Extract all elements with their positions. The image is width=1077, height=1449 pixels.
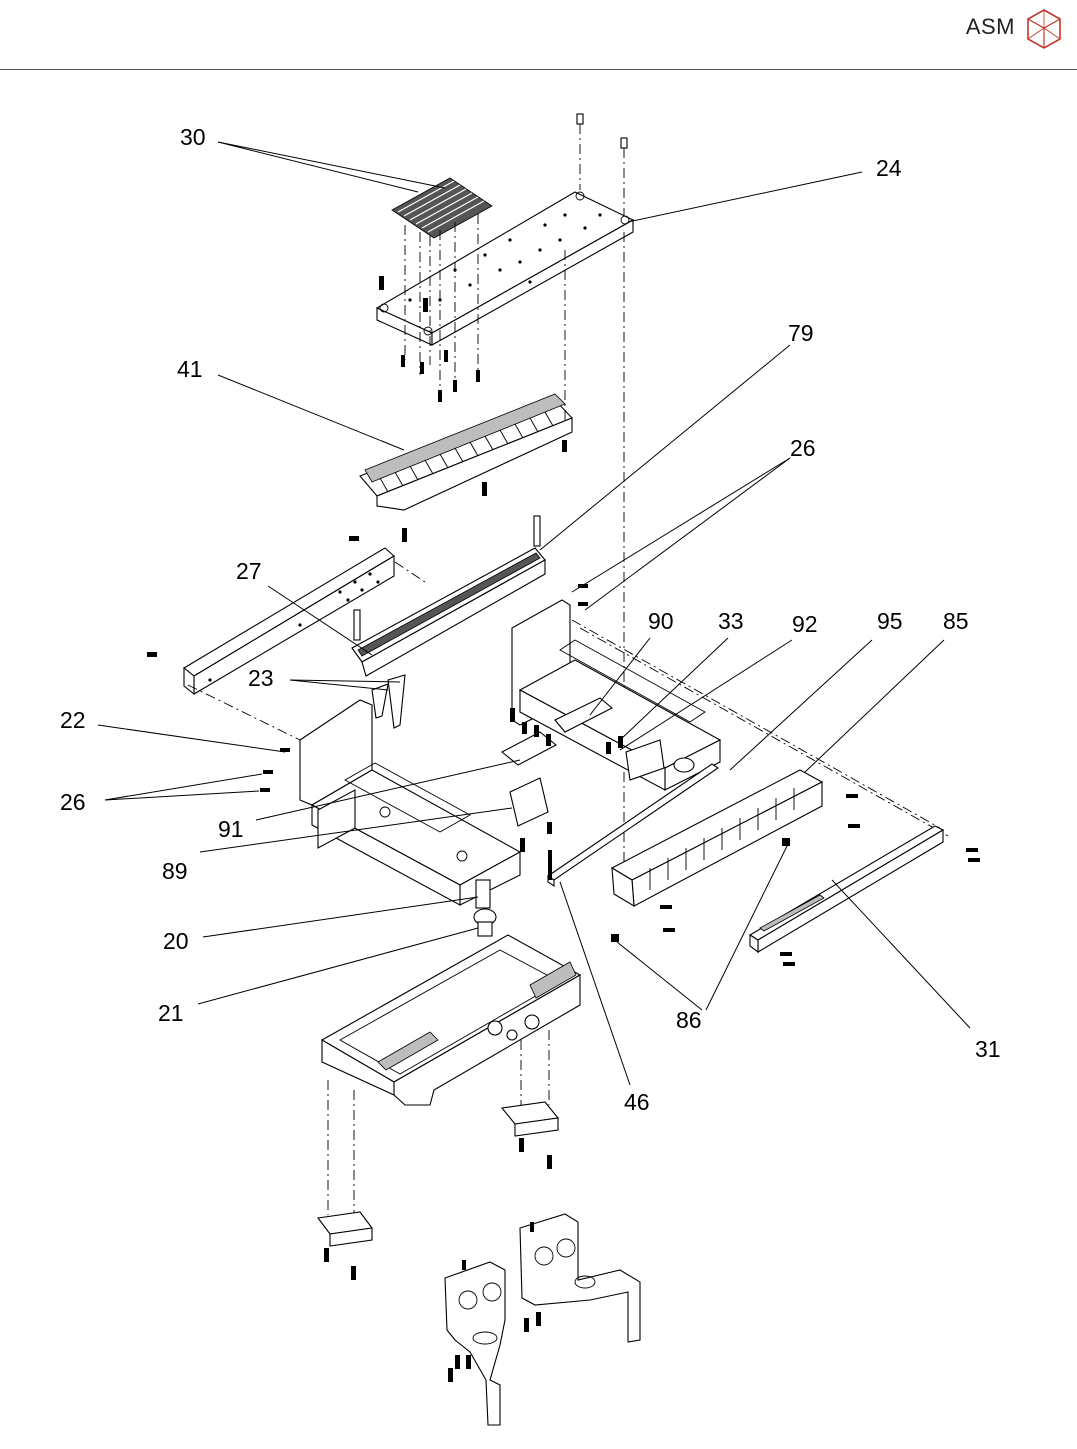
callout-92: 92 — [792, 611, 818, 637]
callout-26: 26 — [790, 435, 816, 461]
callout-79: 79 — [788, 320, 814, 346]
connector-bar-part — [611, 770, 860, 942]
side-plate-part — [147, 536, 425, 694]
callout-85: 85 — [943, 608, 969, 634]
callout-26b: 26 — [60, 789, 86, 815]
long-rail-part — [750, 826, 980, 966]
callout-20: 20 — [163, 928, 189, 954]
callout-86: 86 — [676, 1007, 702, 1033]
callout-31: 31 — [975, 1036, 1001, 1062]
callout-89: 89 — [162, 858, 188, 884]
callout-46: 46 — [624, 1089, 650, 1115]
bottom-brackets — [445, 1214, 640, 1425]
callout-23: 23 — [248, 665, 274, 691]
callout-24: 24 — [876, 155, 902, 181]
callout-95: 95 — [877, 608, 903, 634]
callout-27: 27 — [236, 558, 262, 584]
callout-22: 22 — [60, 707, 86, 733]
callout-90: 90 — [648, 608, 674, 634]
callout-91: 91 — [218, 816, 244, 842]
callout-21: 21 — [158, 1000, 184, 1026]
callout-41: 41 — [177, 356, 203, 382]
callout-33: 33 — [718, 608, 744, 634]
clamp-parts — [372, 675, 405, 728]
base-assembly-part — [322, 935, 580, 1220]
callout-30: 30 — [180, 124, 206, 150]
left-frame-part — [188, 685, 520, 905]
